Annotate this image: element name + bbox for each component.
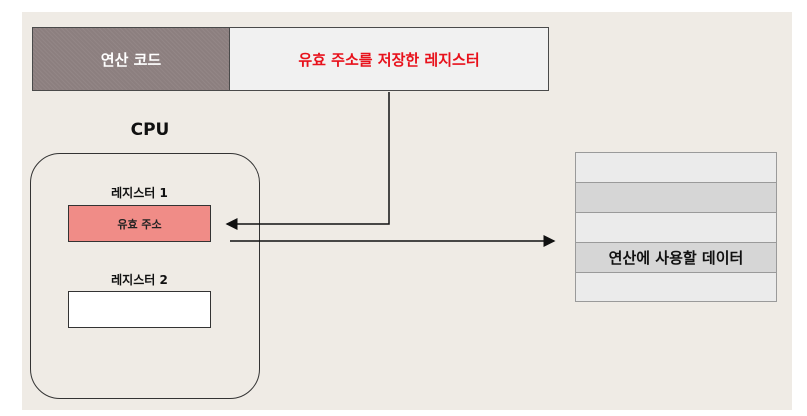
register-2 — [68, 291, 211, 328]
opcode-field: 연산 코드 — [32, 27, 230, 91]
register-1-label: 레지스터 1 — [111, 186, 168, 200]
register-2-label: 레지스터 2 — [111, 273, 168, 287]
memory-data-label: 연산에 사용할 데이터 — [608, 249, 744, 267]
operand-field: 유효 주소를 저장한 레지스터 — [229, 27, 549, 91]
operand-label: 유효 주소를 저장한 레지스터 — [298, 50, 480, 69]
opcode-label: 연산 코드 — [100, 50, 162, 69]
memory-cell-data: 연산에 사용할 데이터 — [575, 242, 777, 272]
cpu-label: CPU — [130, 120, 170, 140]
operand-to-register-arrow — [225, 92, 390, 230]
register-1: 유효 주소 — [68, 205, 211, 242]
memory-cell — [575, 212, 777, 242]
memory-cell — [575, 152, 777, 182]
memory-cell — [575, 272, 777, 302]
cpu-box — [30, 153, 260, 399]
register-1-value: 유효 주소 — [117, 217, 162, 231]
memory-block: 연산에 사용할 데이터 — [575, 152, 777, 302]
memory-cell — [575, 182, 777, 212]
